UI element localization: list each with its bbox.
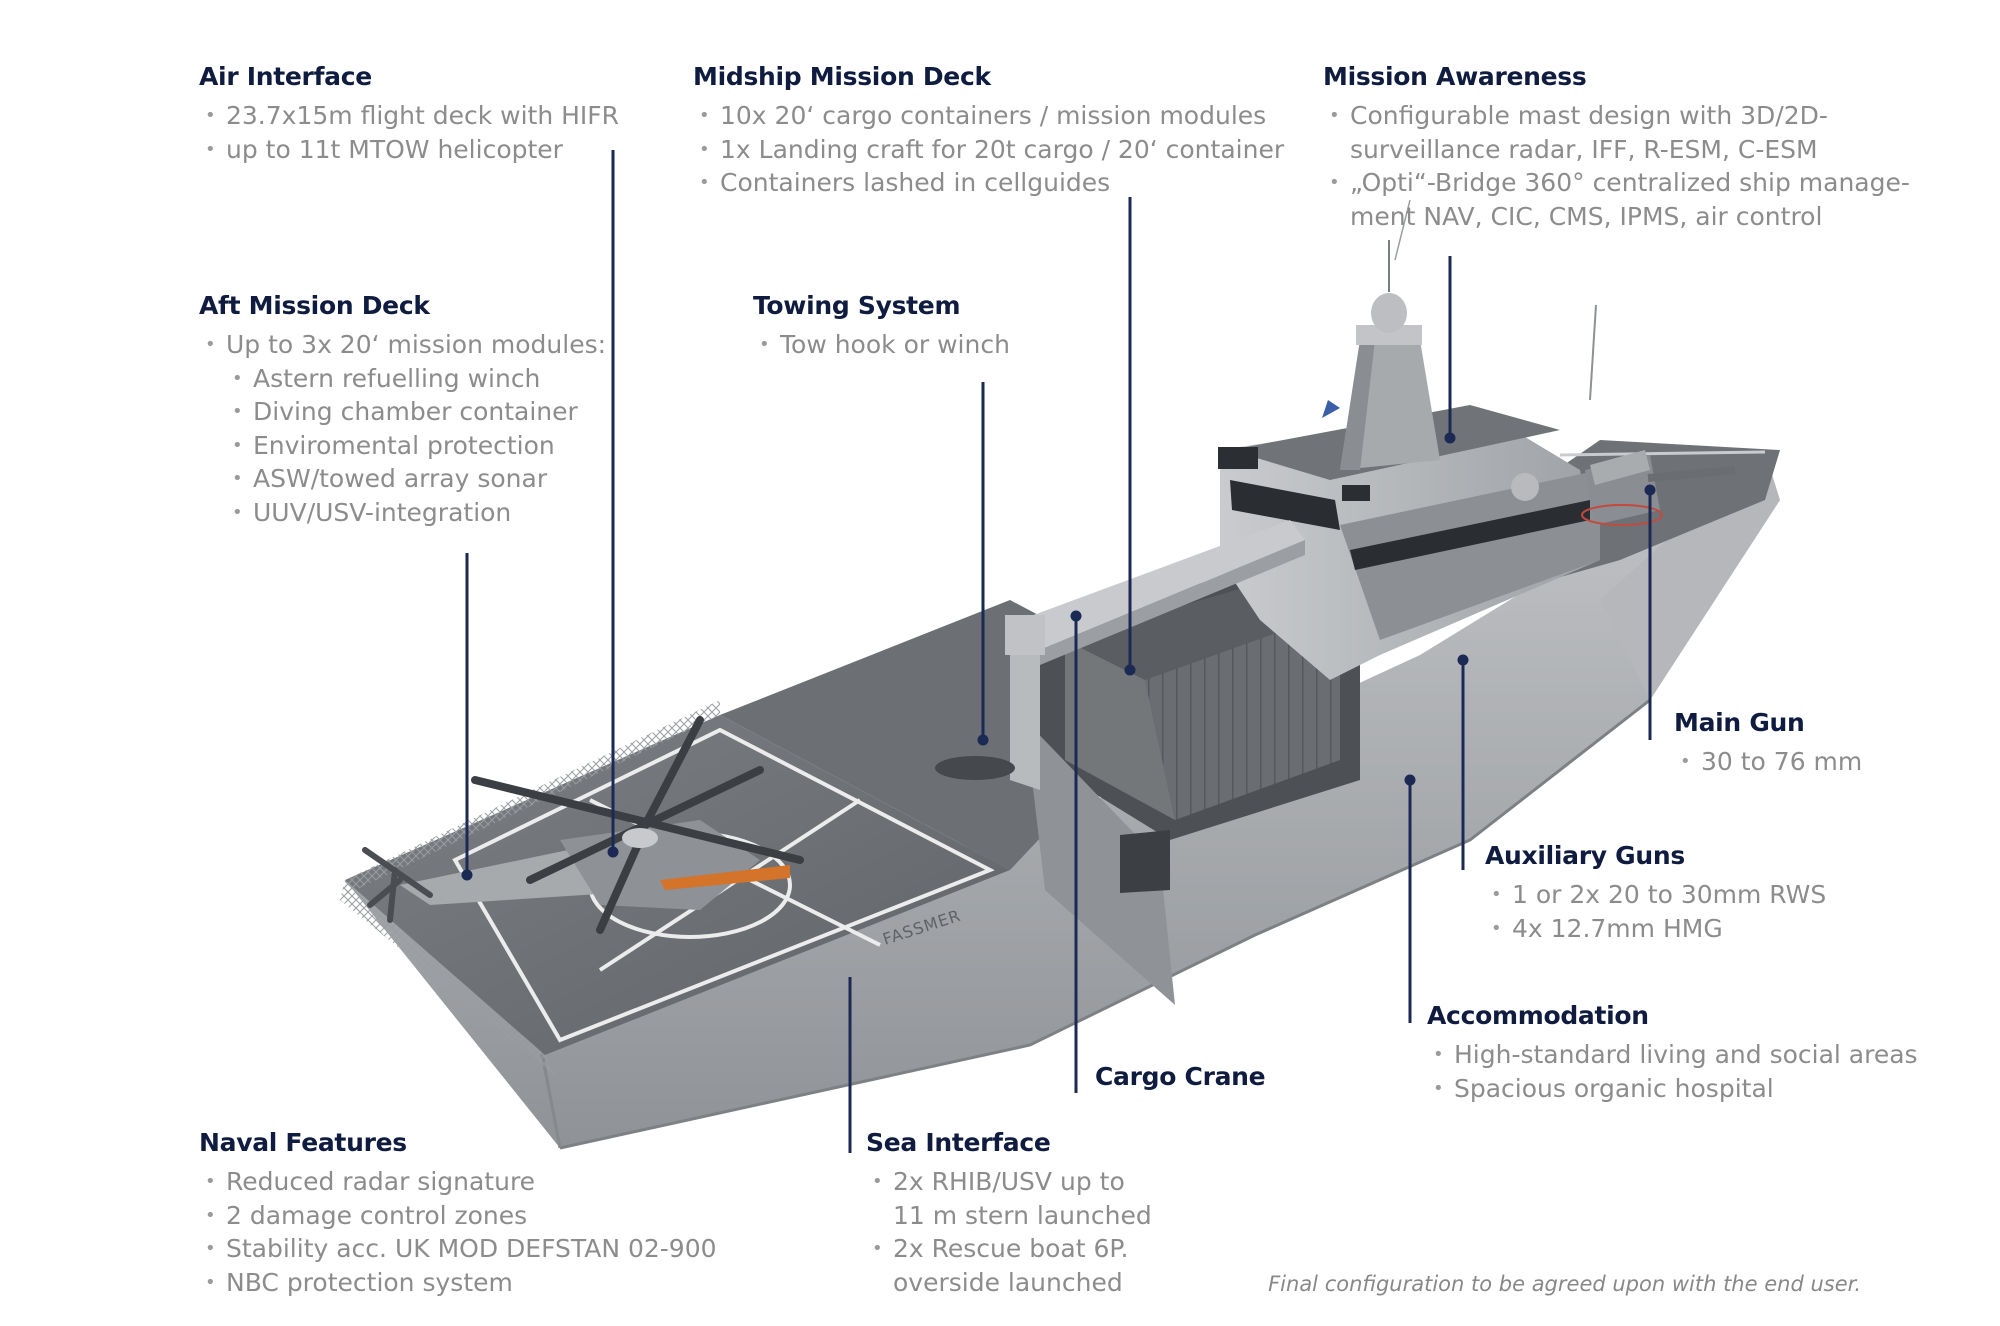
leader-dot-main-gun [1644, 484, 1656, 496]
midship-mission-deck-title: Midship Mission Deck [693, 62, 991, 91]
midship-mission-deck-group: Midship Mission Deck 10x 20‘ cargo conta… [693, 62, 1284, 200]
mast-radar-icon [1322, 199, 1597, 501]
towing-system-title: Towing System [753, 291, 961, 320]
list-item: „Opti“-Bridge 360° centralized ship mana… [1323, 166, 1910, 200]
mission-awareness-title: Mission Awareness [1323, 62, 1587, 91]
list-item-continuation: 11 m stern launched [893, 1200, 1152, 1230]
list-item: 1x Landing craft for 20t cargo / 20‘ con… [693, 133, 1284, 167]
list-subitem: Astern refuelling winch [199, 362, 606, 396]
midship-mission-deck-list: 10x 20‘ cargo containers / mission modul… [693, 99, 1284, 200]
list-item: Containers lashed in cellguides [693, 166, 1284, 200]
list-item: Stability acc. UK MOD DEFSTAN 02-900 [199, 1232, 717, 1266]
air-interface-group: Air Interface 23.7x15m flight deck with … [199, 62, 619, 166]
naval-features-group: Naval Features Reduced radar signature 2… [199, 1128, 717, 1299]
leader-dot-accommodation [1404, 774, 1416, 786]
list-item: 10x 20‘ cargo containers / mission modul… [693, 99, 1284, 133]
helicopter-icon [362, 716, 804, 934]
list-item: Configurable mast design with 3D/2D- [1323, 99, 1910, 133]
leader-dot-aft-mission-deck [461, 869, 473, 881]
main-gun-group: Main Gun 30 to 76 mm [1674, 708, 1862, 779]
accommodation-group: Accommodation High-standard living and s… [1427, 1001, 1918, 1105]
towing-system-list: Tow hook or winch [753, 328, 1010, 362]
list-item: 2x RHIB/USV up to [866, 1165, 1152, 1199]
list-subitem: ASW/towed array sonar [199, 462, 606, 496]
aft-mission-deck-group: Aft Mission Deck Up to 3x 20‘ mission mo… [199, 291, 606, 529]
mission-awareness-group: Mission Awareness Configurable mast desi… [1323, 62, 1910, 233]
list-item-continuation: overside launched [893, 1267, 1123, 1297]
main-gun-icon [1581, 450, 1736, 526]
list-item: High-standard living and social areas [1427, 1038, 1918, 1072]
list-item: up to 11t MTOW helicopter [199, 133, 619, 167]
list-item: 2x Rescue boat 6P. [866, 1232, 1152, 1266]
crane-icon [935, 520, 1305, 790]
list-subitem: Enviromental protection [199, 429, 606, 463]
cargo-crane-group: Cargo Crane [1095, 1062, 1266, 1099]
list-item: Tow hook or winch [753, 328, 1010, 362]
accommodation-list: High-standard living and social areas Sp… [1427, 1038, 1918, 1105]
list-item: 23.7x15m flight deck with HIFR [199, 99, 619, 133]
superstructure [1218, 405, 1600, 680]
sea-interface-group: Sea Interface 2x RHIB/USV up to 11 m ste… [866, 1128, 1152, 1299]
leader-dot-air-interface [607, 846, 619, 858]
cargo-crane-title: Cargo Crane [1095, 1062, 1266, 1091]
mission-awareness-list: Configurable mast design with 3D/2D- sur… [1323, 99, 1910, 233]
list-item: Reduced radar signature [199, 1165, 717, 1199]
main-gun-title: Main Gun [1674, 708, 1805, 737]
list-item: Spacious organic hospital [1427, 1072, 1918, 1106]
leader-lines [461, 150, 1656, 1153]
leader-dot-cargo-crane [1070, 610, 1082, 622]
list-item: NBC protection system [199, 1266, 717, 1300]
auxiliary-guns-title: Auxiliary Guns [1485, 841, 1685, 870]
auxiliary-guns-list: 1 or 2x 20 to 30mm RWS 4x 12.7mm HMG [1485, 878, 1826, 945]
list-item: 1 or 2x 20 to 30mm RWS [1485, 878, 1826, 912]
footnote: Final configuration to be agreed upon wi… [1268, 1272, 1861, 1296]
accommodation-title: Accommodation [1427, 1001, 1649, 1030]
air-interface-title: Air Interface [199, 62, 372, 91]
sea-interface-list: 2x RHIB/USV up to 11 m stern launched 2x… [866, 1165, 1152, 1299]
list-item: Up to 3x 20‘ mission modules: [199, 328, 606, 362]
aft-mission-deck-title: Aft Mission Deck [199, 291, 430, 320]
list-subitem: Diving chamber container [199, 395, 606, 429]
towing-system-group: Towing System Tow hook or winch [753, 291, 1010, 362]
list-item: 30 to 76 mm [1674, 745, 1862, 779]
naval-features-list: Reduced radar signature 2 damage control… [199, 1165, 717, 1299]
list-item-continuation: ment NAV, CIC, CMS, IPMS, air control [1350, 201, 1823, 231]
leader-dot-mission-awareness [1444, 432, 1456, 444]
aft-mission-deck-list: Up to 3x 20‘ mission modules: Astern ref… [199, 328, 606, 529]
air-interface-list: 23.7x15m flight deck with HIFR up to 11t… [199, 99, 619, 166]
leader-dot-towing [977, 734, 989, 746]
main-gun-list: 30 to 76 mm [1674, 745, 1862, 779]
auxiliary-guns-group: Auxiliary Guns 1 or 2x 20 to 30mm RWS 4x… [1485, 841, 1826, 945]
list-item: 2 damage control zones [199, 1199, 717, 1233]
leader-dot-auxiliary-guns [1457, 654, 1469, 666]
list-subitem: UUV/USV-integration [199, 496, 606, 530]
sea-interface-title: Sea Interface [866, 1128, 1051, 1157]
list-item-continuation: surveillance radar, IFF, R-ESM, C-ESM [1350, 134, 1818, 164]
list-item: 4x 12.7mm HMG [1485, 912, 1826, 946]
leader-dot-midship [1124, 664, 1136, 676]
naval-features-title: Naval Features [199, 1128, 407, 1157]
